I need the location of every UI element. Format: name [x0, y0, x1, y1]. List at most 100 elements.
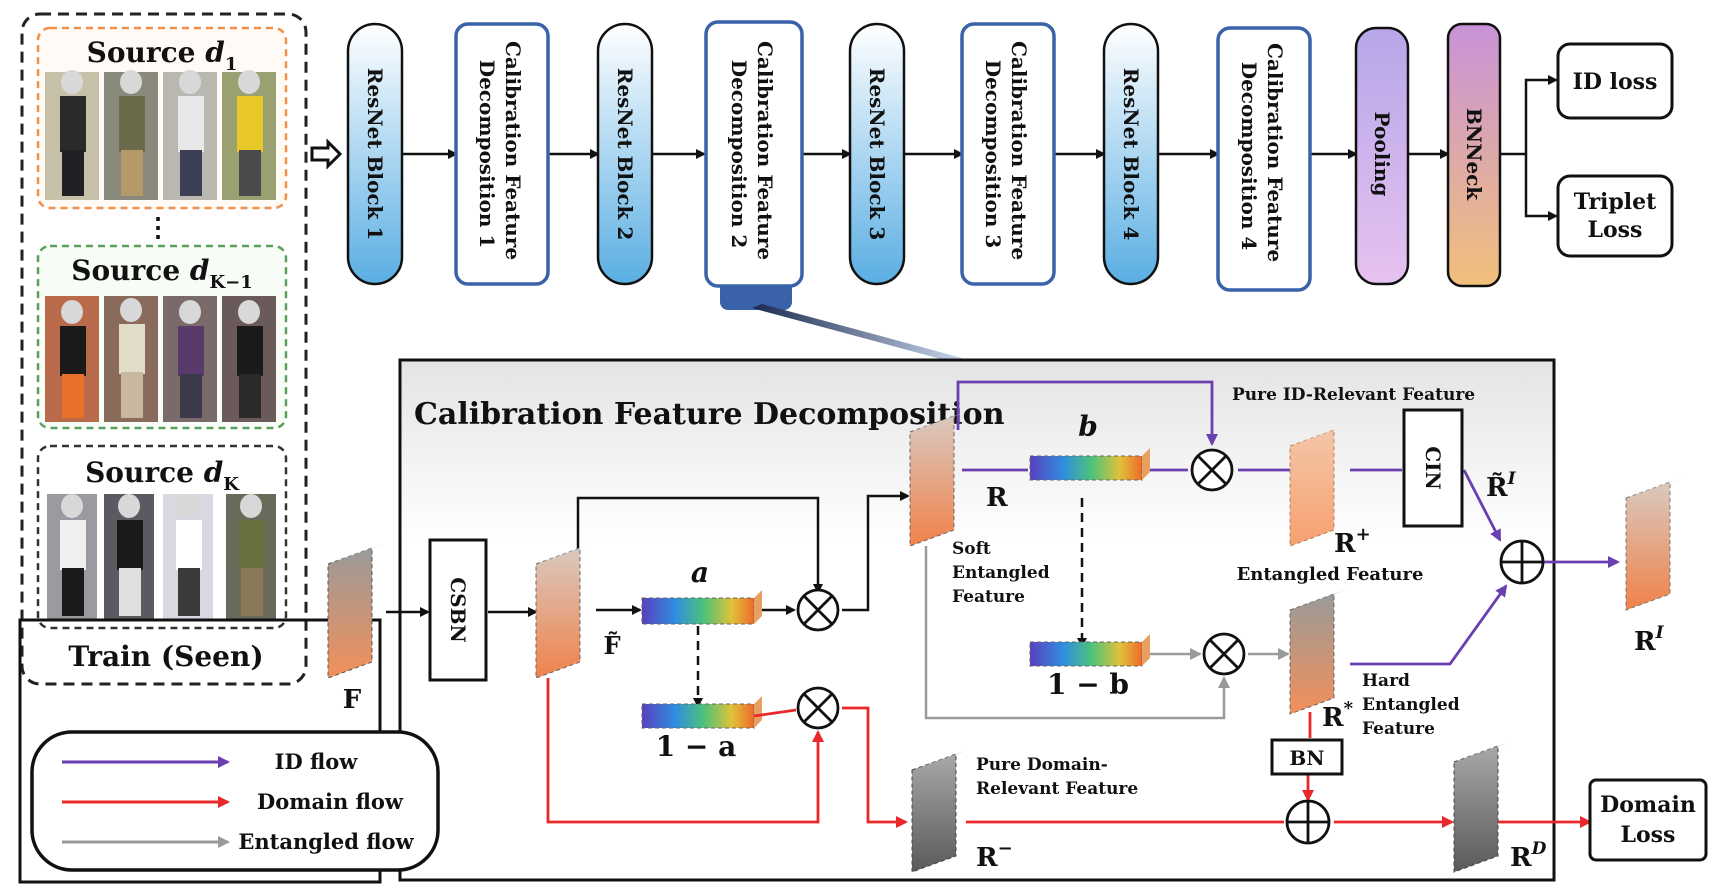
cfd-entangled-flows — [924, 546, 1290, 720]
svg-text:F: F — [343, 685, 362, 715]
svg-text:Triplet: Triplet — [1574, 189, 1657, 215]
cfd-domain-flows — [546, 678, 1592, 828]
svg-text:F̃: F̃ — [603, 631, 620, 660]
cfd-block-4[interactable]: Calibration Feature Decomposition 4 — [1216, 26, 1312, 292]
svg-text:R: R — [986, 483, 1008, 513]
feature-R-minus: R− Pure Domain- Relevant Feature — [911, 750, 1138, 873]
r-minus-label: R− — [976, 838, 1013, 873]
multiply-node-1-minus-b — [1202, 632, 1246, 676]
vector-a: a — [641, 556, 762, 625]
r-d-label: RD — [1510, 839, 1547, 873]
svg-text:Loss: Loss — [1588, 217, 1643, 243]
bn-block[interactable]: BN — [1270, 738, 1344, 776]
source-dk-label: Source dK — [85, 456, 240, 495]
cfd-panel — [398, 358, 1556, 882]
svg-text:Calibration Feature Deco: Calibration Feature Decomposition 2 — [727, 41, 777, 267]
id-loss-box[interactable]: ID loss — [1556, 42, 1674, 120]
svg-text:Entangled: Entangled — [952, 563, 1050, 583]
svg-text:Relevant Feature: Relevant Feature — [976, 779, 1138, 799]
svg-text:BN: BN — [1289, 746, 1324, 770]
expand-link — [752, 304, 962, 362]
svg-text:Feature: Feature — [952, 587, 1025, 607]
cfd-black-flows — [386, 491, 1087, 708]
svg-text:Domain: Domain — [1600, 792, 1696, 818]
svg-text:Loss: Loss — [1621, 822, 1676, 848]
svg-text:Hard: Hard — [1362, 671, 1410, 691]
vector-1-minus-a: 1 − a — [641, 696, 762, 763]
vector-1-minus-b: 1 − b — [1029, 634, 1150, 701]
pooling-block[interactable]: Pooling — [1354, 26, 1410, 286]
pure-id-label: Pure ID-Relevant Feature — [1232, 385, 1475, 405]
bnneck-block[interactable]: BNNeck — [1446, 22, 1502, 288]
svg-text:b: b — [1078, 410, 1098, 443]
svg-text:ID loss: ID loss — [1573, 69, 1658, 95]
svg-text:Entangled: Entangled — [1362, 695, 1460, 715]
r-tilde-i-label: R̃I — [1486, 469, 1517, 503]
svg-text:ResNet Block 3: ResNet Block 3 — [865, 68, 889, 241]
multiply-node-b — [1190, 448, 1234, 492]
add-node-domain — [1285, 799, 1331, 845]
vector-b: b — [1029, 410, 1150, 481]
cfd-id-flows — [956, 380, 1620, 666]
feature-R-star: R* Hard Entangled Feature — [1289, 590, 1460, 739]
svg-text:CIN: CIN — [1421, 446, 1445, 490]
cfd-block-1[interactable]: Calibration Feature Decomposition 1 — [454, 22, 550, 286]
svg-text:a: a — [691, 556, 709, 589]
link-1a-to-mult — [753, 708, 797, 718]
train-seen-label: Train (Seen) — [68, 640, 263, 673]
svg-text:1 − b: 1 − b — [1047, 668, 1129, 701]
feature-R-plus: R+ Entangled Feature — [1237, 426, 1424, 585]
svg-text:1 − a: 1 − a — [656, 730, 737, 763]
cfd-panel-title: Calibration Feature Decomposition — [414, 397, 1005, 432]
svg-text:ResNet Block 2: ResNet Block 2 — [613, 68, 637, 241]
svg-text:Pure Domain-: Pure Domain- — [976, 755, 1108, 775]
svg-text:Calibration Feature Deco: Calibration Feature Decomposition 3 — [981, 41, 1031, 267]
resnet-block-1[interactable]: ResNet Block 1 — [346, 22, 404, 286]
svg-text:Calibration Feature Deco: Calibration Feature Decomposition 4 — [1237, 43, 1287, 269]
add-node-id — [1499, 539, 1545, 585]
r-star-label: R* — [1322, 698, 1354, 733]
r-i-label: RI — [1634, 623, 1665, 657]
cin-block[interactable]: CIN — [1402, 408, 1464, 528]
svg-text:ResNet Block 4: ResNet Block 4 — [1119, 68, 1143, 241]
pipeline-connectors — [402, 75, 1558, 221]
source-d1-label: Source d1 — [87, 36, 238, 75]
domain-loss-box[interactable]: Domain Loss — [1588, 778, 1708, 862]
resnet-block-2[interactable]: ResNet Block 2 — [596, 22, 654, 286]
feature-F: F — [327, 544, 384, 715]
source-dk1-label: Source dK−1 — [71, 254, 252, 293]
csbn-block[interactable]: CSBN — [428, 538, 488, 682]
svg-text:Calibration Feature Deco: Calibration Feature Decomposition 1 — [475, 41, 525, 267]
multiply-node-a — [796, 588, 840, 632]
cfd-block-2[interactable]: Calibration Feature Decomposition 2 — [704, 20, 804, 310]
feature-R-D: RD — [1453, 742, 1547, 873]
source-dk-box — [36, 444, 288, 630]
feature-R: R Soft Entangled Feature — [909, 412, 1050, 607]
source-domains-frame — [20, 12, 308, 686]
legend-domain-flow: Domain flow — [257, 789, 404, 814]
person-images-dk1 — [45, 296, 276, 422]
legend-id-flow: ID flow — [275, 749, 359, 774]
svg-text:Pooling: Pooling — [1370, 112, 1394, 197]
resnet-block-3[interactable]: ResNet Block 3 — [848, 22, 906, 286]
person-images-d1 — [45, 70, 276, 200]
svg-text:Soft: Soft — [952, 539, 991, 559]
legend: ID flow Domain flow Entangled flow — [30, 730, 440, 872]
svg-text:CSBN: CSBN — [446, 577, 470, 643]
svg-text:Feature: Feature — [1362, 719, 1435, 739]
r-plus-label: R+ — [1334, 524, 1371, 559]
cfd-block-3[interactable]: Calibration Feature Decomposition 3 — [960, 22, 1056, 286]
svg-text:Entangled Feature: Entangled Feature — [1237, 564, 1424, 585]
triplet-loss-box[interactable]: Triplet Loss — [1556, 174, 1674, 258]
sources-ellipsis: ⋮ — [145, 213, 171, 243]
input-arrow — [310, 138, 343, 170]
legend-entangled-flow: Entangled flow — [238, 829, 414, 854]
feature-F-tilde: F̃ — [535, 544, 621, 679]
svg-text:ResNet Block 1: ResNet Block 1 — [363, 68, 387, 241]
person-images-dk — [47, 494, 276, 620]
svg-text:BNNeck: BNNeck — [1462, 108, 1486, 201]
resnet-block-4[interactable]: ResNet Block 4 — [1102, 22, 1160, 286]
feature-R-I: RI — [1625, 478, 1682, 657]
multiply-node-1-minus-a — [796, 686, 840, 730]
